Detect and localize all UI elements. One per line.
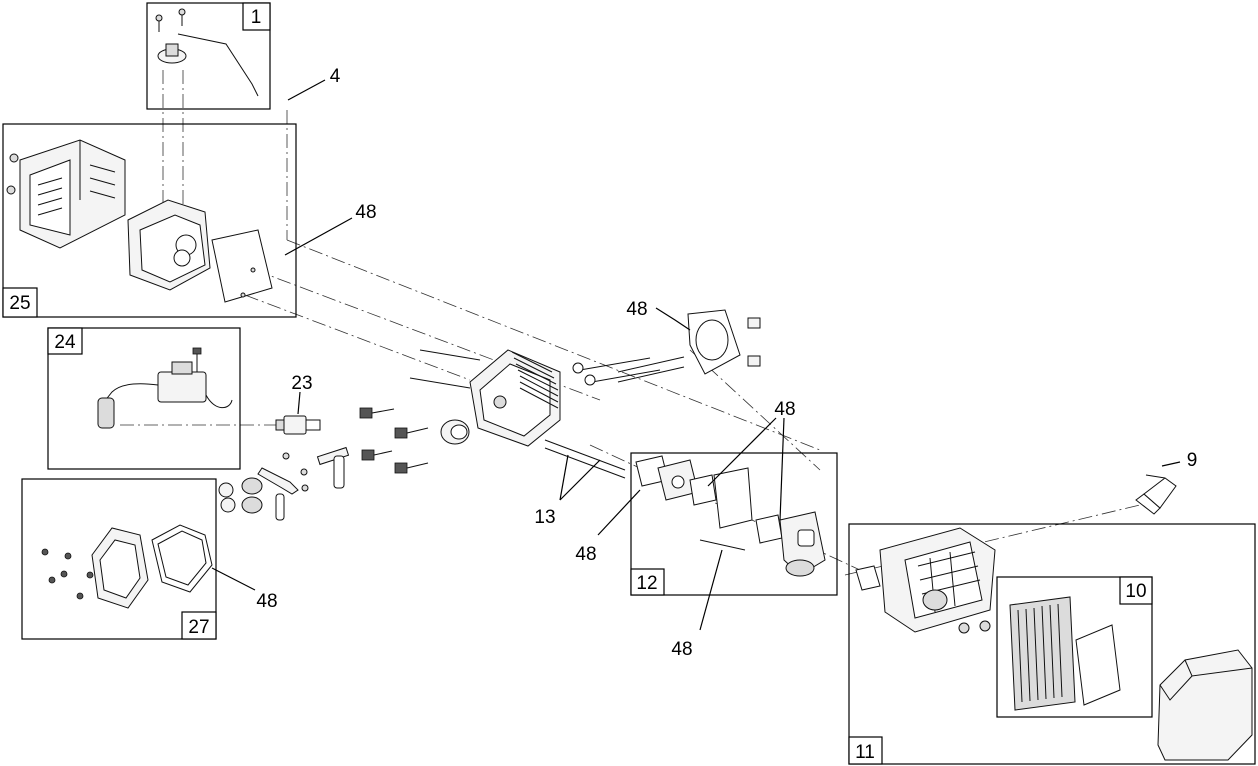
- box-25-group: 25: [2, 123, 297, 318]
- box-12: [630, 452, 838, 596]
- callouts: 4 48 48 23 48 9 13 48 48 48: [211, 66, 1198, 660]
- screw-icon: [155, 8, 186, 32]
- box-12-label: 12: [636, 573, 657, 594]
- box-27-label: 27: [188, 617, 209, 638]
- muffler-body-icon: [127, 199, 211, 291]
- box-11-label: 11: [855, 742, 875, 763]
- callout-4: 4: [330, 66, 341, 87]
- box-24-tag: [47, 327, 83, 355]
- box-27-tag: [181, 611, 217, 640]
- box-10: [996, 576, 1153, 718]
- box-10-tag: [1119, 576, 1153, 605]
- cylinder-head-icon: [469, 349, 561, 447]
- box-12-group: 12: [630, 452, 838, 596]
- box-10-group: 10: [996, 576, 1153, 718]
- callout-13-studs: 13: [534, 507, 555, 528]
- valve-train-parts-icon: [218, 446, 350, 521]
- valve-icon: [572, 356, 685, 386]
- callout-23-spark-plug: 23: [291, 373, 312, 394]
- box-1-label: 1: [251, 7, 262, 28]
- box-11-group: 11: [848, 523, 1256, 765]
- box-11: [848, 523, 1256, 765]
- box-24-label: 24: [54, 332, 76, 353]
- callout-48-muffler-gasket: 48: [355, 202, 376, 223]
- callout-48-carburetor-left: 48: [575, 544, 596, 565]
- governor-arm-icon: [157, 33, 259, 97]
- alignment-lines: [120, 70, 1141, 576]
- spark-plug-icon: [275, 415, 321, 435]
- box-12-tag: [630, 568, 665, 596]
- valve-cover-gasket-icon: [151, 524, 213, 593]
- ignition-coil-icon: [97, 347, 233, 429]
- bolt-icon: [41, 548, 94, 600]
- box-1-tag: [242, 2, 271, 31]
- foam-pre-filter-icon: [1075, 624, 1121, 706]
- breather-hose-icon: [1135, 474, 1177, 515]
- box-1-group: 1: [146, 2, 271, 110]
- studs-icon: [409, 349, 626, 479]
- air-filter-base-icon: [855, 527, 996, 634]
- callout-48-head-gasket: 48: [626, 299, 647, 320]
- box-27-group: 27: [21, 478, 217, 640]
- head-gasket-icon: [687, 309, 761, 375]
- box-27: [21, 478, 217, 640]
- box-24-group: 24: [47, 327, 241, 470]
- callout-9-breather-hose: 9: [1187, 450, 1198, 471]
- muffler-shield-icon: [6, 139, 126, 249]
- box-25-label: 25: [9, 293, 30, 314]
- box-11-tag: [848, 736, 883, 765]
- carburetor-gaskets-icon: [635, 455, 783, 544]
- callout-48-carburetor-top: 48: [774, 399, 795, 420]
- box-1: [146, 2, 271, 110]
- air-filter-cover-icon: [1157, 649, 1253, 761]
- box-25-tag: [2, 287, 38, 318]
- head-bolt-icon: [359, 407, 429, 474]
- callout-48-valve-cover-gasket: 48: [256, 591, 277, 612]
- box-24: [47, 327, 241, 470]
- box-25: [2, 123, 297, 318]
- muffler-gasket-icon: [211, 229, 273, 303]
- valve-cover-icon: [91, 527, 149, 609]
- intake-port-icon: [440, 419, 470, 445]
- paper-filter-element-icon: [1009, 596, 1076, 711]
- box-10-label: 10: [1125, 581, 1146, 602]
- carburetor-icon: [699, 511, 826, 577]
- callout-48-carburetor-bottom: 48: [671, 639, 692, 660]
